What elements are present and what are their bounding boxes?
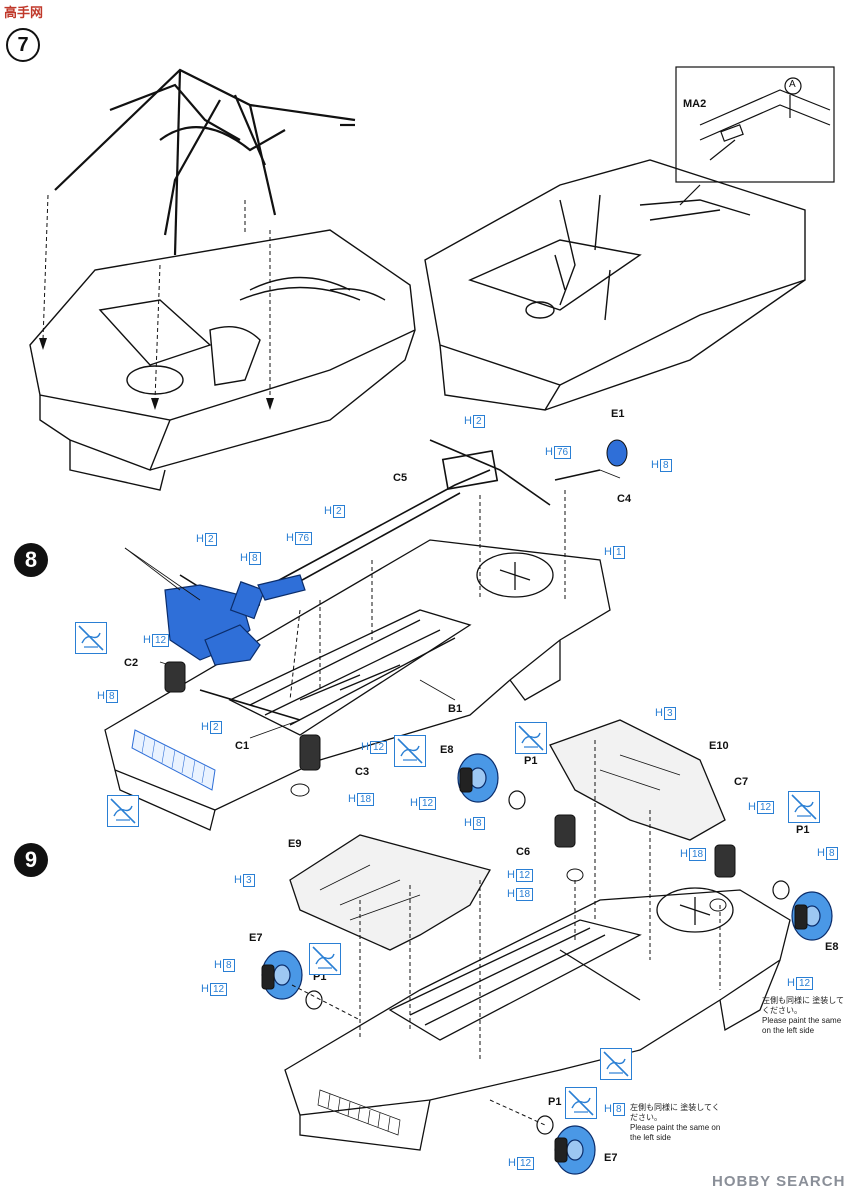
- body-shell-left: [29, 229, 416, 491]
- step-8-badge: 8: [14, 543, 48, 577]
- chassis-step9: [284, 887, 791, 1151]
- no-paint-glyph: [791, 794, 817, 820]
- paint-note-right-jp: 左側も同様に 塗装してください。: [762, 996, 844, 1015]
- part-label-c6: C6: [516, 846, 531, 858]
- part-label-c1: C1: [235, 740, 250, 752]
- part-label-c5: C5: [393, 472, 408, 484]
- step7-arrows: [42, 194, 271, 401]
- uprights-c6-c7: [554, 814, 736, 912]
- no-paint-icon: [309, 943, 341, 975]
- part-label-b1: B1: [448, 703, 463, 715]
- no-paint-icon: [788, 791, 820, 823]
- leader-lines: [124, 469, 621, 739]
- part-label-e8-right: E8: [825, 941, 839, 953]
- no-paint-icon: [394, 735, 426, 767]
- part-label-c4: C4: [617, 493, 632, 505]
- part-label-c3: C3: [355, 766, 370, 778]
- no-paint-icon: [75, 622, 107, 654]
- part-label-e9: E9: [288, 838, 302, 850]
- step8-arrows: [289, 490, 566, 701]
- part-label-e7-left: E7: [249, 932, 263, 944]
- paint-note-bottom: 左側も同様に 塗装してください。 Please paint the same o…: [630, 1103, 722, 1143]
- part-label-e10: E10: [709, 740, 729, 752]
- chassis-step8: [104, 539, 611, 831]
- part-label-c2: C2: [124, 657, 139, 669]
- part-label-e8-top: E8: [440, 744, 454, 756]
- watermark: HOBBY SEARCH: [712, 1173, 846, 1190]
- step9-arrows: [291, 740, 721, 1126]
- no-paint-icon: [107, 795, 139, 827]
- undertray-e10: [549, 719, 726, 841]
- step-7-badge: 7: [6, 28, 40, 62]
- no-paint-glyph: [110, 798, 136, 824]
- no-paint-icon: [565, 1087, 597, 1119]
- part-label-e7-bottom: E7: [604, 1152, 618, 1164]
- inset-frame: [675, 66, 835, 206]
- no-paint-icon: [515, 722, 547, 754]
- paint-note-bottom-en: Please paint the same on the left side: [630, 1123, 721, 1142]
- no-paint-glyph: [78, 625, 104, 651]
- no-paint-glyph: [518, 725, 544, 751]
- part-label-p1-right: P1: [796, 824, 810, 836]
- undertray-e9: [289, 834, 491, 951]
- part-label-p1-top: P1: [524, 755, 538, 767]
- no-paint-glyph: [397, 738, 423, 764]
- grille-step9: [317, 1089, 401, 1136]
- part-label-e1: E1: [611, 408, 625, 420]
- paint-note-right-en: Please paint the same on the left side: [762, 1016, 842, 1035]
- calipers: [261, 767, 808, 1163]
- inset-circle-label: A: [789, 79, 796, 90]
- inset-part-label: MA2: [683, 98, 707, 110]
- hub-parts: [305, 790, 790, 1135]
- site-logo: 高手网: [4, 6, 44, 21]
- no-paint-icon: [600, 1048, 632, 1080]
- no-paint-glyph: [603, 1051, 629, 1077]
- body-shell-right: [424, 159, 806, 411]
- no-paint-glyph: [312, 946, 338, 972]
- part-label-p1-bottom: P1: [548, 1096, 562, 1108]
- paint-note-bottom-jp: 左側も同様に 塗装してください。: [630, 1103, 720, 1122]
- driveshaft: [179, 439, 601, 721]
- step-9-badge: 9: [14, 843, 48, 877]
- no-paint-glyph: [568, 1090, 594, 1116]
- roll-cage: [54, 68, 356, 256]
- part-label-c7: C7: [734, 776, 749, 788]
- paint-note-right: 左側も同様に 塗装してください。 Please paint the same o…: [762, 996, 850, 1036]
- engine-part: [164, 574, 306, 666]
